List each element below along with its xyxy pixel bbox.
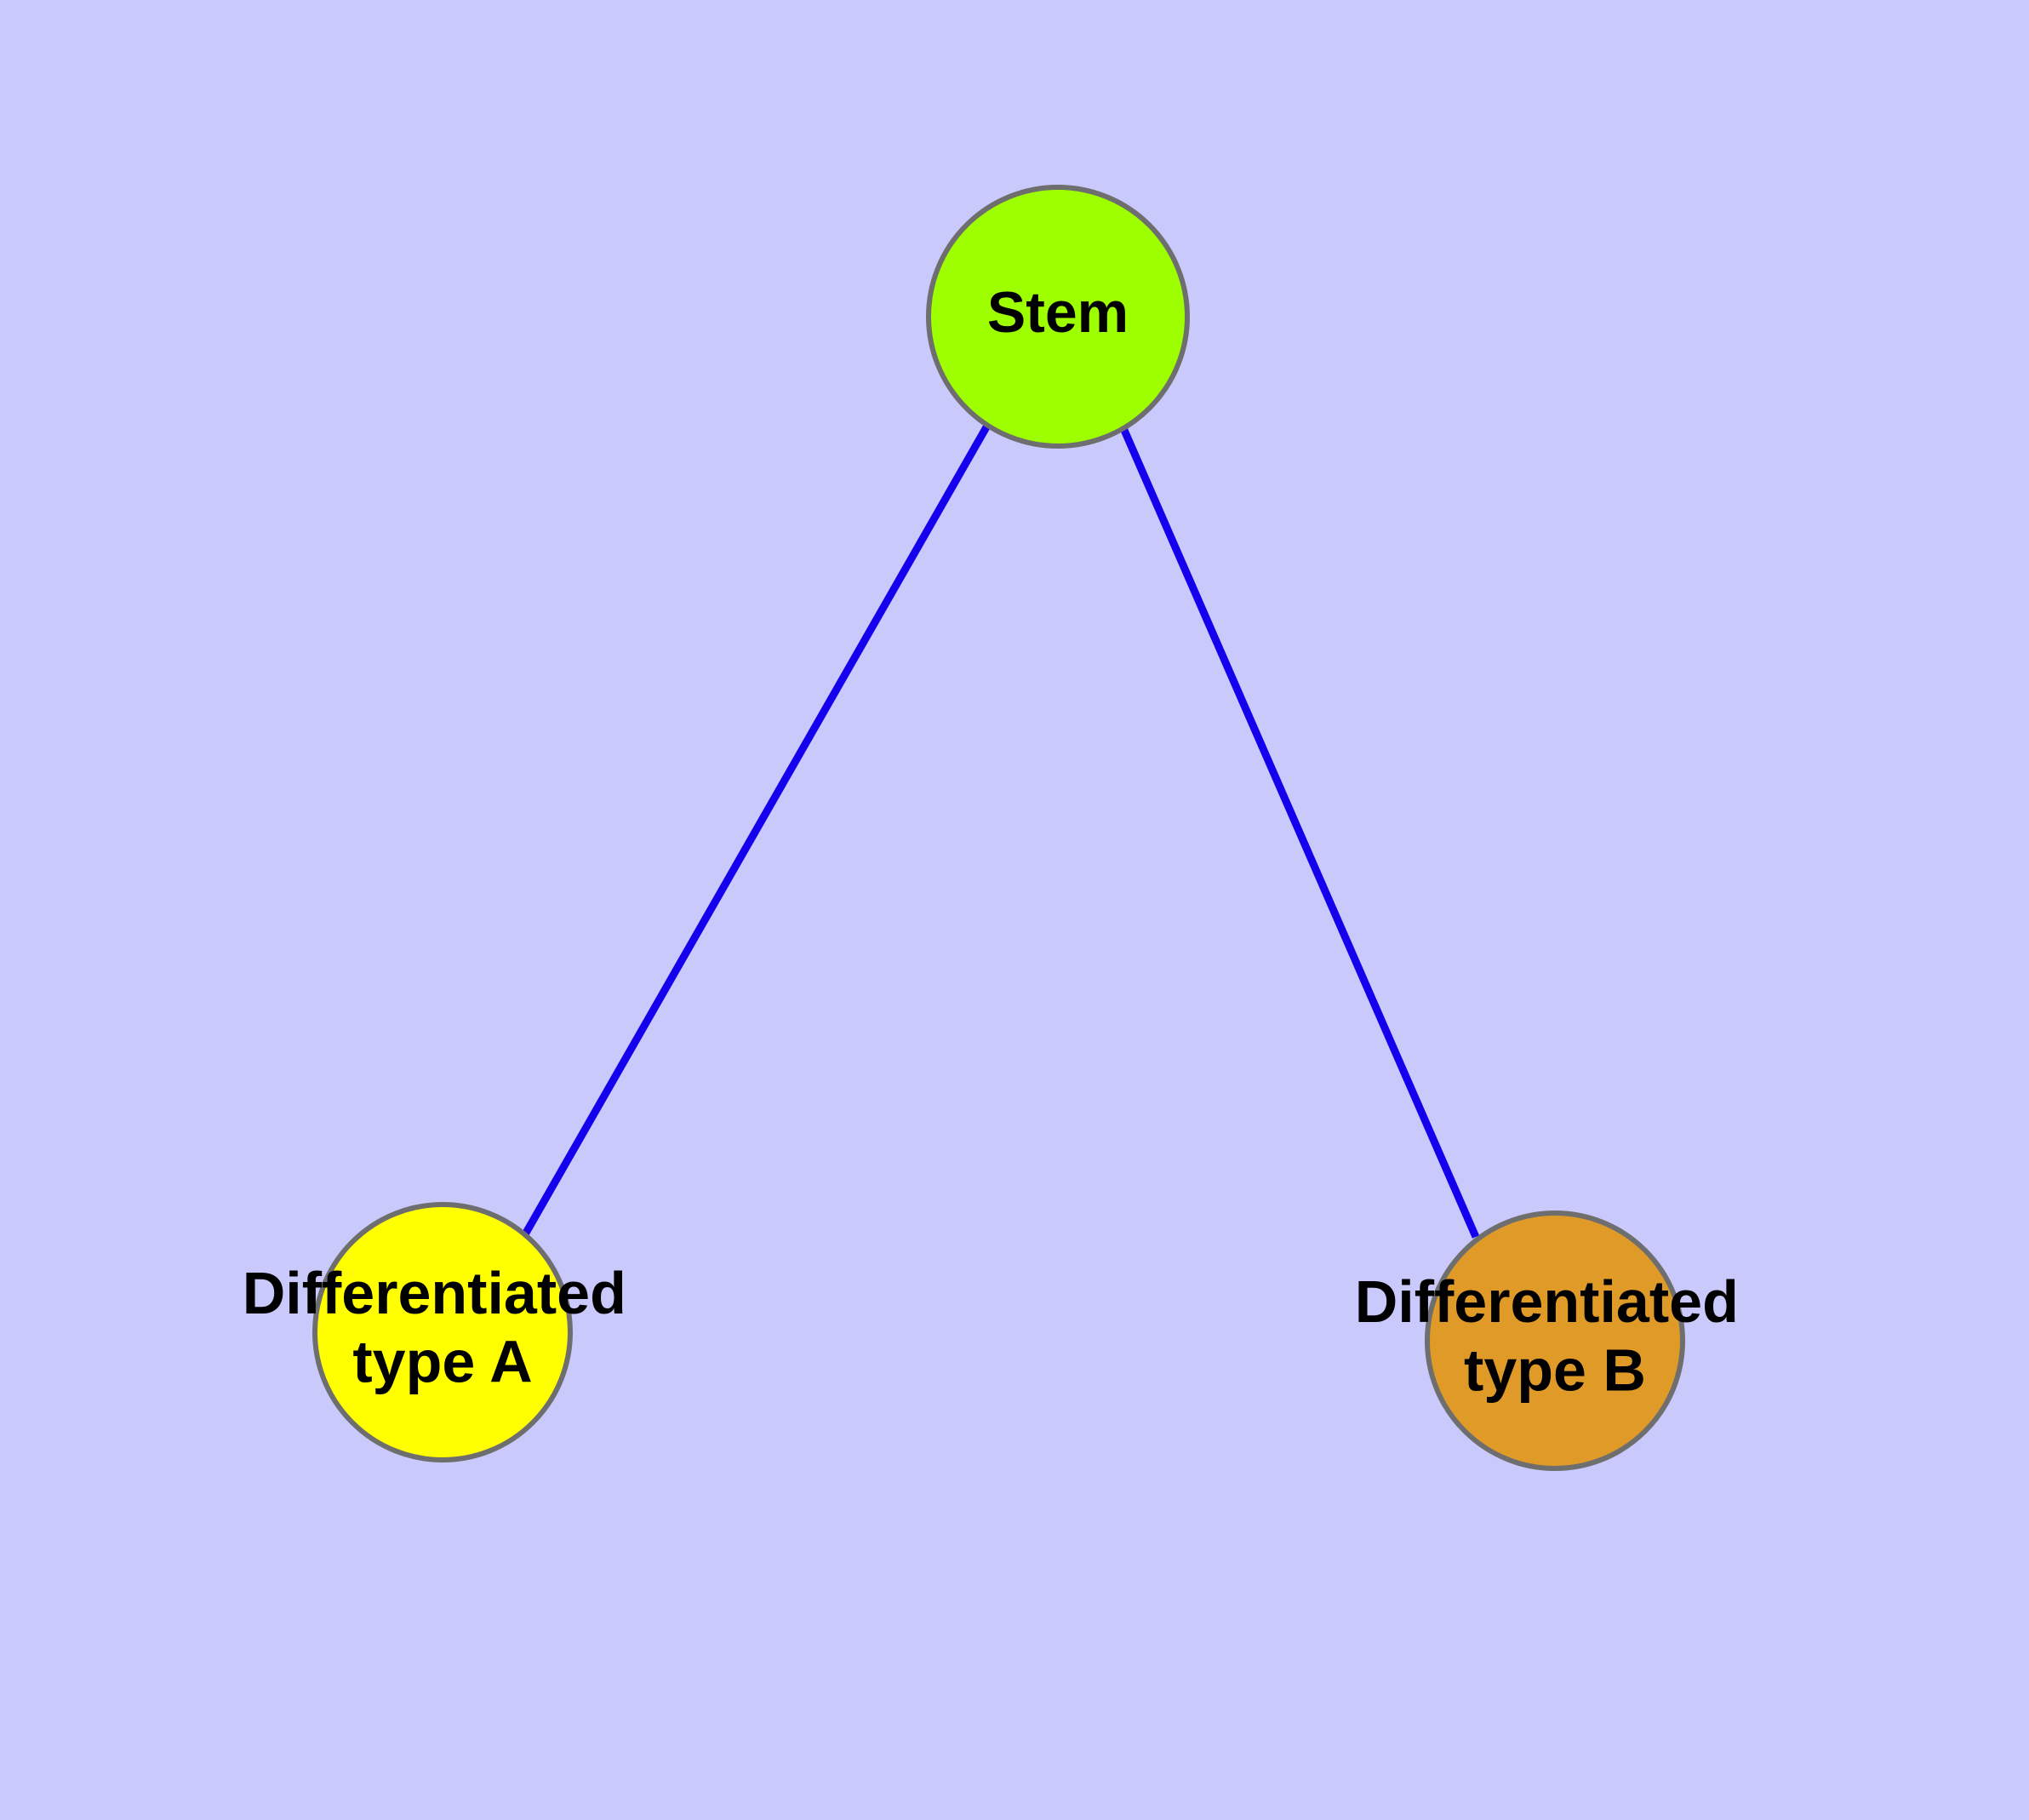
edge-layer bbox=[522, 423, 1480, 1239]
node-differentiated-type-b-circle[interactable] bbox=[1425, 1210, 1685, 1471]
node-differentiated-type-a-label-line-2: type A bbox=[352, 1329, 532, 1395]
node-differentiated-type-a-label: Differentiated type A bbox=[243, 1260, 643, 1395]
node-stem-label-line-1: Stem bbox=[987, 280, 1129, 345]
label-layer: Stem Differentiated type A Differentiate… bbox=[243, 280, 1756, 1404]
node-differentiated-type-b-label-line-2: type B bbox=[1464, 1337, 1646, 1404]
edge-stem-to-differentiated-type-a[interactable] bbox=[522, 423, 991, 1237]
node-differentiated-type-b-label-line-1: Differentiated bbox=[1355, 1268, 1739, 1335]
node-layer bbox=[312, 185, 1685, 1471]
node-stem-label: Stem bbox=[987, 280, 1129, 345]
node-differentiated-type-a-circle[interactable] bbox=[312, 1202, 573, 1462]
node-differentiated-type-b-label: Differentiated type B bbox=[1355, 1268, 1756, 1404]
node-stem-circle[interactable] bbox=[926, 185, 1190, 449]
edge-stem-to-differentiated-type-b[interactable] bbox=[1119, 426, 1480, 1239]
node-differentiated-type-a-label-line-1: Differentiated bbox=[243, 1260, 626, 1326]
